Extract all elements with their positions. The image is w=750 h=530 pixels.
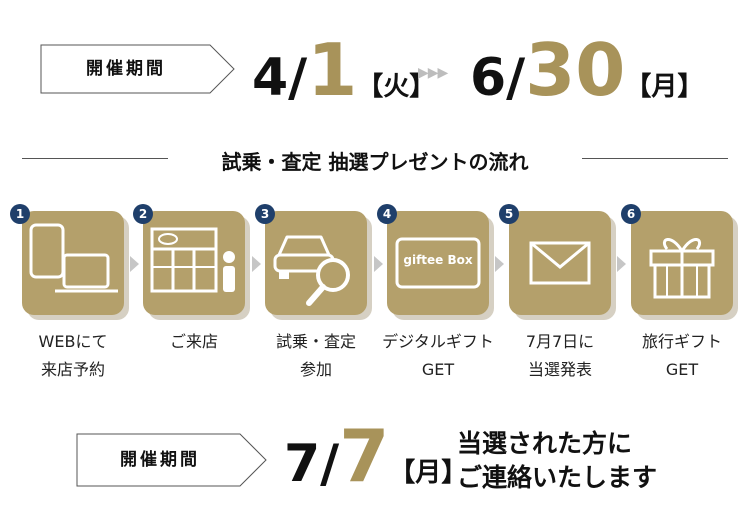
step-label-2: ご来店 (134, 328, 254, 356)
announce-weekday: 【月】 (389, 458, 468, 488)
step-label-line: 当選発表 (527, 360, 592, 379)
step-number-6: 6 (621, 204, 641, 224)
start-day: 1 (307, 28, 358, 112)
winner-notice-line1: 当選された方に (457, 429, 633, 458)
car-magnifier-icon (273, 235, 350, 306)
step-card-digital-gift: giftee Box (387, 211, 489, 315)
end-day: 30 (525, 28, 626, 112)
period-tag-label: 開催期間 (120, 450, 200, 470)
end-weekday: 【月】 (625, 72, 704, 102)
period-tag-label: 開催期間 (86, 59, 166, 79)
flow-arrow (252, 256, 261, 272)
step-number-5: 5 (499, 204, 519, 224)
step-card-web-reservation (22, 211, 124, 315)
flow-arrow (495, 256, 504, 272)
step-label-3: 試乗・査定 参加 (256, 328, 376, 384)
step-card-test-drive (265, 211, 367, 315)
period-tag-top: 開催期間 (40, 44, 236, 94)
tag-arrow-shape (76, 433, 267, 487)
step-label-line: 7月7日に (525, 332, 595, 351)
devices-icon (29, 223, 118, 293)
step-number-1: 1 (10, 204, 30, 224)
step-label-1: WEBにて 来店予約 (13, 328, 133, 384)
step-label-5: 7月7日に 当選発表 (500, 328, 620, 384)
step-label-line: デジタルギフト (382, 332, 494, 351)
step-label-line: 参加 (299, 360, 332, 379)
step-card-store-visit (143, 211, 245, 315)
tag-arrow-shape (40, 44, 235, 94)
step-number-3: 3 (255, 204, 275, 224)
step-label-line: GET (421, 360, 455, 379)
step-card-announcement (509, 211, 611, 315)
flow-arrow (374, 256, 383, 272)
title-rule-left (22, 158, 168, 159)
gift-card-icon (395, 237, 481, 289)
step-label-line: 試乗・査定 (275, 332, 356, 351)
flow-title: 試乗・査定 抽選プレゼントの流れ (221, 150, 529, 174)
start-month: 4/ (252, 48, 308, 108)
gift-card-text: giftee Box (403, 253, 473, 267)
flow-arrow (617, 256, 626, 272)
dealership-icon (150, 227, 235, 293)
announce-day: 7 (339, 414, 390, 498)
step-label-4: デジタルギフト GET (378, 328, 498, 384)
announce-month: 7/ (284, 434, 340, 494)
gift-box-icon (649, 238, 715, 299)
step-label-line: WEBにて (38, 332, 108, 351)
start-date: 4/1【火】 (252, 34, 435, 106)
period-tag-bottom: 開催期間 (76, 433, 268, 487)
end-date: 6/30【月】 (470, 34, 703, 106)
step-label-line: 旅行ギフト (641, 332, 722, 351)
announce-date: 7/7【月】 (284, 420, 467, 492)
step-label-line: 来店予約 (40, 360, 105, 379)
start-weekday: 【火】 (357, 72, 436, 102)
title-rule-right (582, 158, 728, 159)
step-label-line: GET (665, 360, 699, 379)
step-label-line: ご来店 (169, 332, 218, 351)
end-month: 6/ (470, 48, 526, 108)
flow-arrow (130, 256, 139, 272)
step-number-2: 2 (133, 204, 153, 224)
winner-notice-line2: ご連絡いたします (457, 463, 658, 492)
envelope-icon (529, 241, 591, 285)
step-number-4: 4 (377, 204, 397, 224)
step-card-travel-gift (631, 211, 733, 315)
step-label-6: 旅行ギフト GET (622, 328, 742, 384)
date-arrows: ▶▶▶ (418, 65, 448, 81)
